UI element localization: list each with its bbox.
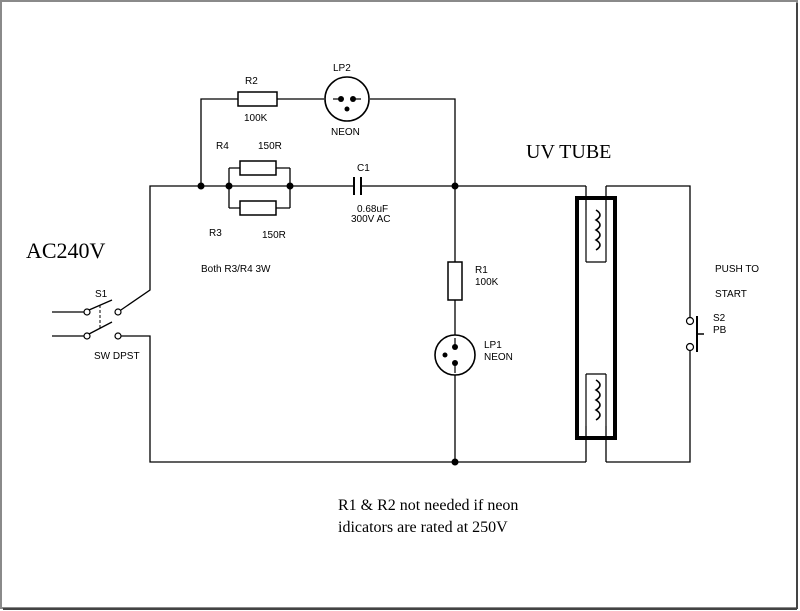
junctions (197, 182, 459, 466)
lamp-lp2 (324, 76, 370, 122)
s2-ref: S2 (713, 313, 726, 324)
junction-dot (451, 182, 459, 190)
s1-type: SW DPST (94, 351, 140, 362)
r1-ref: R1 (475, 265, 488, 276)
s2-caption-line2: START (715, 289, 747, 300)
wire-bottom-neutral (118, 335, 586, 463)
c1-value: 0.68uF (357, 204, 388, 215)
wire-tube-start (606, 185, 691, 463)
resistor-note: Both R3/R4 3W (201, 264, 271, 275)
capacitor-c1 (353, 177, 362, 195)
tube-label: UV TUBE (526, 141, 611, 163)
resistor-r4 (239, 160, 277, 176)
r4-value: 150R (258, 141, 282, 152)
footnote-line2: idicators are rated at 250V (338, 519, 508, 536)
lp2-type: NEON (331, 127, 360, 138)
wire-r2-branch (200, 98, 456, 186)
uv-tube (575, 196, 617, 440)
s1-ref: S1 (95, 289, 108, 300)
wiring (117, 98, 691, 463)
filament-top (594, 209, 601, 251)
filament-bottom (594, 379, 601, 421)
r2-value: 100K (244, 113, 268, 124)
junction-dot (451, 458, 459, 466)
junction-dot (197, 182, 205, 190)
lp1-type: NEON (484, 352, 513, 363)
junction-dot (225, 182, 233, 190)
r2-ref: R2 (245, 76, 258, 87)
wire-top-live (117, 185, 586, 313)
push-button-s2 (685, 316, 704, 352)
lamp-lp1 (434, 334, 476, 376)
resistor-r3 (239, 200, 277, 216)
c1-rating: 300V AC (351, 214, 390, 225)
c1-ref: C1 (357, 163, 370, 174)
s2-type: PB (713, 325, 727, 336)
resistor-r1 (447, 261, 463, 301)
r3-ref: R3 (209, 228, 222, 239)
junction-dot (286, 182, 294, 190)
s2-caption-line1: PUSH TO (715, 264, 759, 275)
resistor-r2 (237, 91, 278, 107)
supply-label: AC240V (26, 238, 106, 263)
switch-s1 (52, 299, 122, 340)
footnote-line1: R1 & R2 not needed if neon (338, 497, 518, 514)
r4-ref: R4 (216, 141, 229, 152)
r1-value: 100K (475, 277, 499, 288)
lp1-ref: LP1 (484, 340, 502, 351)
wire-tube-pins (585, 186, 607, 462)
wire-resistor-leads (229, 167, 290, 209)
r3-value: 150R (262, 230, 286, 241)
lp2-ref: LP2 (333, 63, 351, 74)
